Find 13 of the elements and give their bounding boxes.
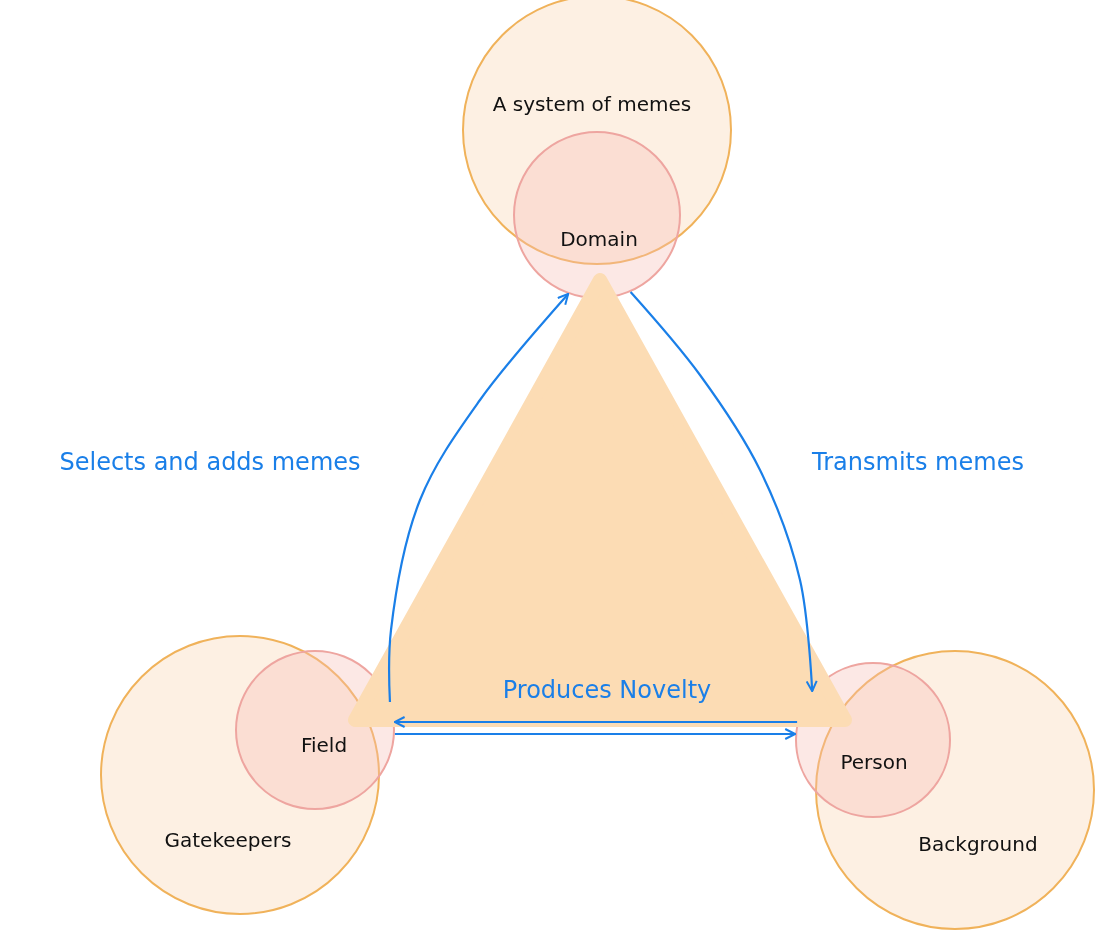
- circle-label: Person: [840, 750, 908, 774]
- arrow: [393, 716, 798, 728]
- arrow: [388, 292, 570, 703]
- arrow: [629, 291, 818, 693]
- circle-label: Gatekeepers: [164, 828, 292, 852]
- edge-label: Transmits memes: [812, 448, 1024, 476]
- arrow: [394, 728, 797, 740]
- circle-label: A system of memes: [492, 92, 692, 116]
- circle-label: Domain: [560, 227, 638, 251]
- circle-label: Field: [300, 733, 348, 757]
- edge-label: Produces Novelty: [502, 676, 712, 704]
- edge-label: Selects and adds memes: [59, 448, 361, 476]
- circle-label: Background: [918, 832, 1038, 856]
